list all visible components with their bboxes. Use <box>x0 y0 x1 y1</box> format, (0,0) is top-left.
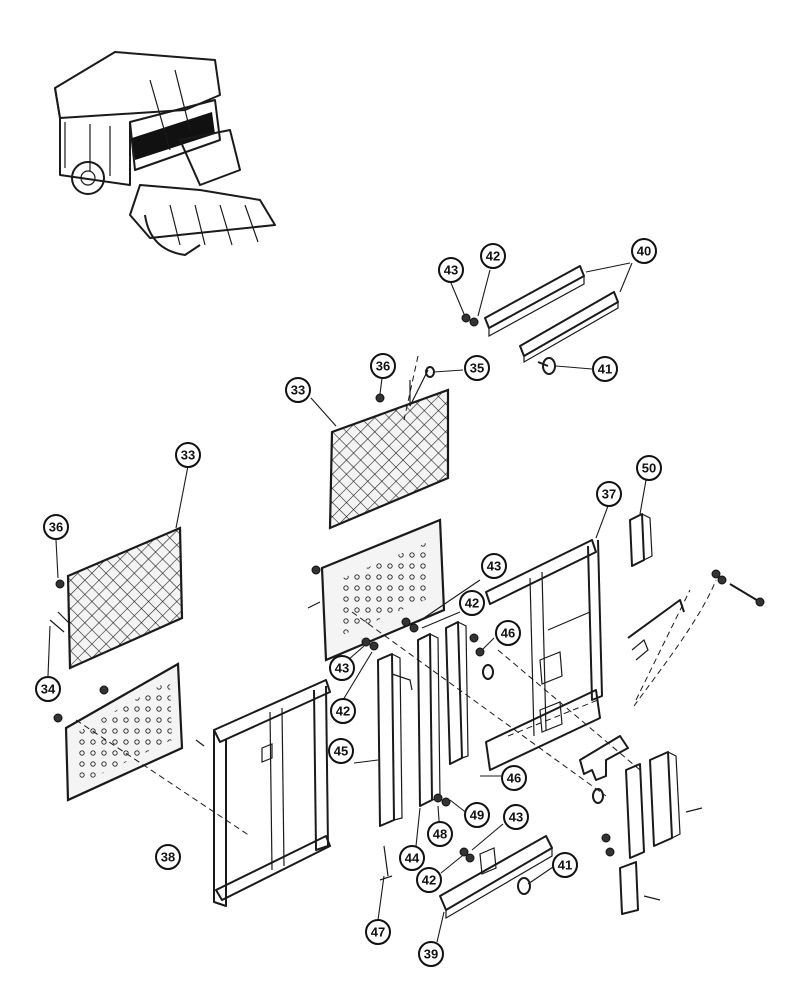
callout-42-left[interactable]: 42 <box>330 698 356 724</box>
leader-lines <box>47 262 647 943</box>
callout-46-lower[interactable]: 46 <box>501 765 527 791</box>
callout-38[interactable]: 38 <box>155 844 181 870</box>
callout-47[interactable]: 47 <box>365 919 391 945</box>
svg-text:43: 43 <box>444 263 458 278</box>
svg-text:44: 44 <box>405 851 420 866</box>
svg-text:50: 50 <box>642 461 656 476</box>
left-frame <box>213 679 331 907</box>
svg-text:49: 49 <box>470 808 484 823</box>
svg-text:37: 37 <box>602 487 616 502</box>
svg-text:36: 36 <box>376 359 390 374</box>
bottom-bracket <box>439 835 553 920</box>
svg-text:33: 33 <box>181 448 195 463</box>
svg-text:43: 43 <box>509 810 523 825</box>
svg-text:38: 38 <box>161 850 175 865</box>
svg-text:43: 43 <box>487 559 501 574</box>
svg-text:42: 42 <box>422 873 436 888</box>
svg-text:46: 46 <box>501 626 515 641</box>
callout-43-top[interactable]: 43 <box>438 257 464 283</box>
cotton-picker-overview <box>54 51 276 256</box>
callout-44[interactable]: 44 <box>399 845 425 871</box>
left-perforated-panel <box>53 662 205 802</box>
svg-text:34: 34 <box>41 682 56 697</box>
svg-text:48: 48 <box>433 827 447 842</box>
callout-41-bottom[interactable]: 41 <box>552 852 578 878</box>
callout-40[interactable]: 40 <box>631 238 657 264</box>
svg-text:42: 42 <box>465 596 479 611</box>
callout-50[interactable]: 50 <box>636 455 662 481</box>
callout-43-middle[interactable]: 43 <box>481 553 507 579</box>
callout-35[interactable]: 35 <box>464 355 490 381</box>
svg-text:33: 33 <box>291 383 305 398</box>
svg-text:47: 47 <box>371 925 385 940</box>
svg-text:42: 42 <box>336 704 350 719</box>
upper-brackets <box>461 265 619 375</box>
callout-33-upper[interactable]: 33 <box>285 377 311 403</box>
callout-36-upper[interactable]: 36 <box>370 353 396 379</box>
callout-42-bottom[interactable]: 42 <box>416 867 442 893</box>
upper-mesh-screen <box>328 366 450 530</box>
callout-43-left[interactable]: 43 <box>329 655 355 681</box>
svg-text:41: 41 <box>558 858 572 873</box>
callout-33-left[interactable]: 33 <box>175 442 201 468</box>
callout-45[interactable]: 45 <box>328 738 354 764</box>
right-hardware <box>579 513 765 915</box>
callout-42-top[interactable]: 42 <box>480 243 506 269</box>
callout-34[interactable]: 34 <box>35 676 61 702</box>
svg-text:40: 40 <box>637 244 651 259</box>
vertical-channels <box>361 617 494 881</box>
svg-text:42: 42 <box>486 249 500 264</box>
callout-43-bottom[interactable]: 43 <box>503 804 529 830</box>
callout-36-left[interactable]: 36 <box>43 514 69 540</box>
middle-perforated-panel <box>307 518 446 662</box>
callout-48[interactable]: 48 <box>427 821 453 847</box>
callout-49[interactable]: 49 <box>464 802 490 828</box>
callout-37[interactable]: 37 <box>596 481 622 507</box>
right-frame <box>485 539 603 771</box>
assembly-guides <box>75 355 641 837</box>
callout-41-top[interactable]: 41 <box>592 356 618 382</box>
svg-text:41: 41 <box>598 362 612 377</box>
svg-text:39: 39 <box>424 947 438 962</box>
svg-text:35: 35 <box>470 361 484 376</box>
svg-text:46: 46 <box>507 771 521 786</box>
svg-text:36: 36 <box>49 520 63 535</box>
chain <box>633 579 717 707</box>
callout-46-upper[interactable]: 46 <box>495 620 521 646</box>
callout-39[interactable]: 39 <box>418 941 444 967</box>
callout-42-middle[interactable]: 42 <box>459 590 485 616</box>
svg-text:43: 43 <box>335 661 349 676</box>
left-mesh-screen <box>49 526 184 670</box>
svg-text:45: 45 <box>334 744 348 759</box>
